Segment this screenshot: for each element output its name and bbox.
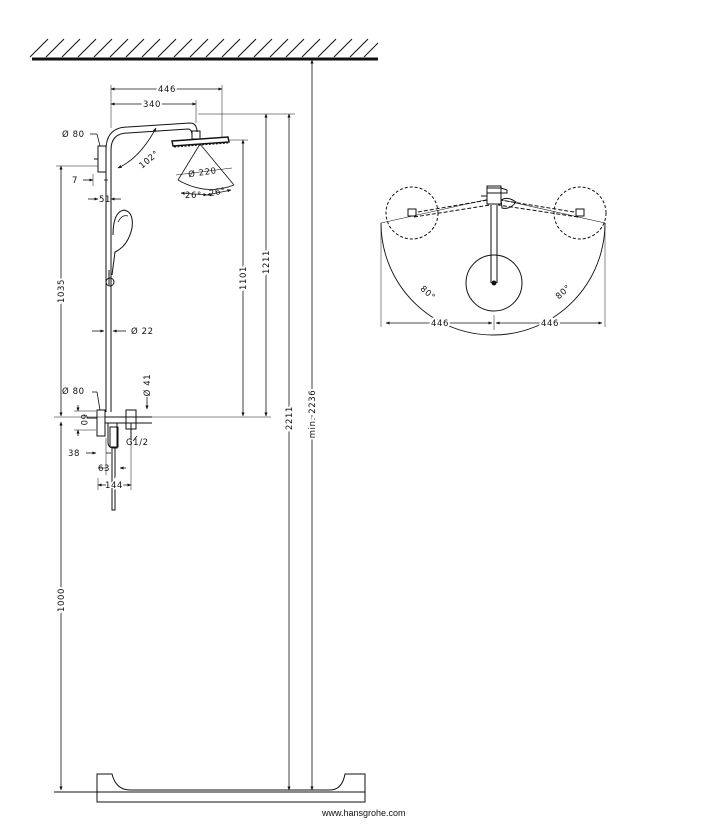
dim-angle-80-left: 80°: [418, 284, 437, 303]
dim-51: 51: [99, 195, 111, 205]
dim-340: 340: [143, 100, 161, 110]
side-view-dimension-lines: [54, 59, 314, 791]
dim-446-right: 446: [541, 319, 559, 329]
ceiling-hatching: [29, 38, 379, 58]
hand-shower: [105, 209, 133, 287]
dim-g12-thread: G1/2: [126, 438, 149, 448]
dim-diameter-80-top: Ø 80: [62, 129, 85, 140]
dim-min-2236: min. 2236: [308, 390, 318, 438]
overhead-shower-head: [171, 130, 235, 190]
dim-diameter-80-bottom: Ø 80: [62, 386, 85, 397]
dim-38: 38: [68, 449, 80, 459]
dim-1101: 1101: [239, 266, 249, 290]
dim-1000: 1000: [57, 588, 67, 612]
swing-arc: [380, 222, 606, 336]
dim-angle-102: 102°: [137, 149, 161, 171]
dim-diameter-41: Ø 41: [142, 374, 153, 397]
dim-144: 144: [105, 481, 123, 491]
head-disk: [465, 254, 523, 312]
dim-446-left: 446: [431, 319, 449, 329]
top-view-labels: 446 446 80° 80°: [416, 281, 576, 331]
dim-7: 7: [72, 176, 78, 186]
dim-angle-26-left: 26°: [185, 191, 202, 201]
footer-url[interactable]: www.hansgrohe.com: [321, 808, 406, 818]
shower-tray: [54, 773, 366, 803]
side-view-labels: 446 340 Ø 80 102° Ø 220 26° 26° 7 51 103…: [55, 83, 320, 614]
dim-diameter-220: Ø 220: [187, 165, 217, 180]
ceiling: [29, 38, 379, 61]
dim-2211: 2211: [285, 406, 295, 430]
dim-angle-80-right: 80°: [554, 283, 573, 302]
thermostat-mixer: [87, 409, 152, 511]
dim-angle-26-right: 26°: [208, 186, 227, 199]
dim-1211: 1211: [262, 250, 272, 274]
dim-446: 446: [158, 85, 176, 95]
dim-60: 60: [78, 414, 88, 426]
dim-1035: 1035: [57, 279, 67, 303]
top-view: [380, 185, 607, 336]
dim-diameter-22: Ø 22: [131, 326, 154, 337]
dim-63: 63: [98, 464, 110, 474]
